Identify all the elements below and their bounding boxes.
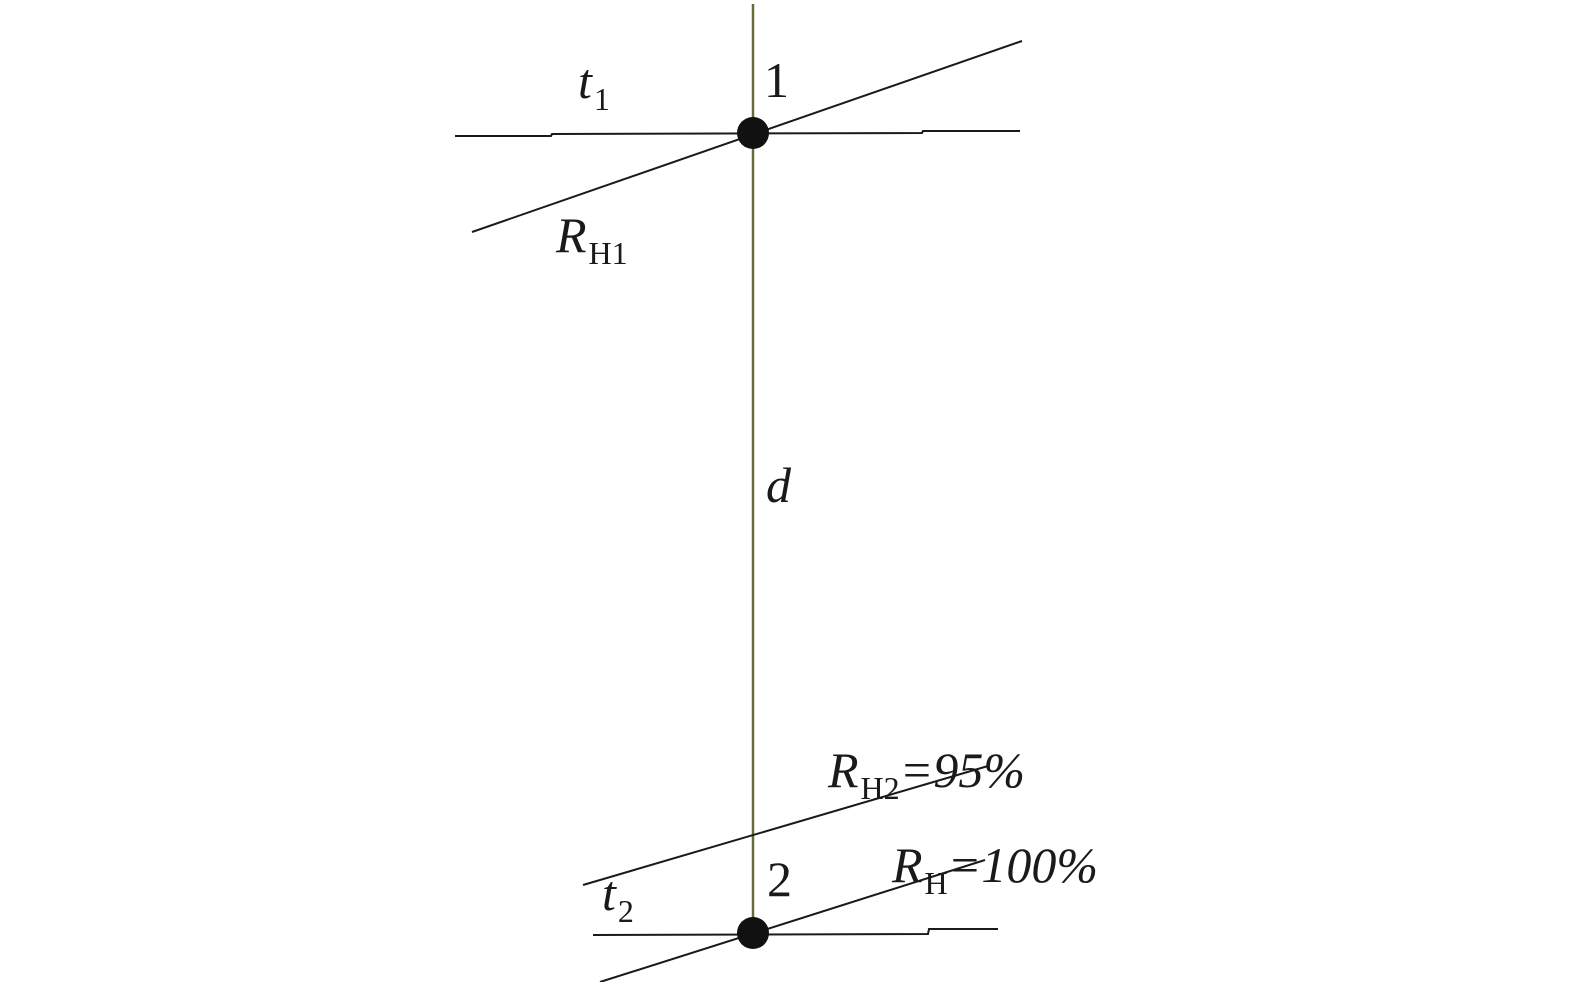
label-rh1: RH1 bbox=[555, 207, 628, 271]
humidity-line-rh2 bbox=[582, 765, 989, 886]
label-point-1: 1 bbox=[764, 52, 789, 108]
label-d: d bbox=[766, 457, 792, 513]
label-t1: t1 bbox=[578, 53, 610, 117]
label-rh100: RH=100% bbox=[891, 837, 1098, 901]
isotherm-t2-line bbox=[592, 928, 998, 936]
state-point-1 bbox=[737, 117, 769, 149]
label-point-2: 2 bbox=[767, 851, 792, 907]
humidity-line-rh100 bbox=[599, 859, 986, 982]
state-point-2 bbox=[737, 917, 769, 949]
isotherm-t1-line bbox=[455, 130, 1020, 137]
label-t2: t2 bbox=[602, 865, 634, 929]
label-rh2: RH2=95% bbox=[827, 742, 1025, 806]
